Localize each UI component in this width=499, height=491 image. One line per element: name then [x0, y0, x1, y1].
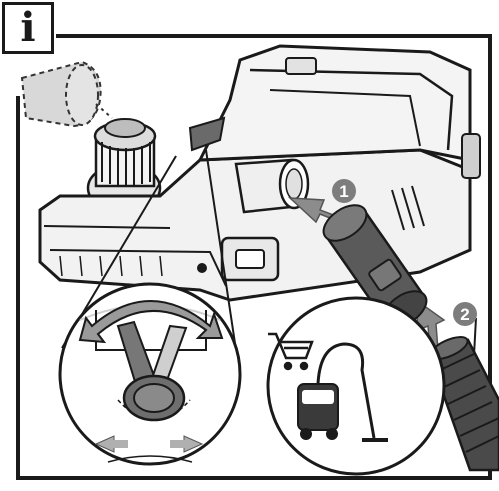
knob-detail-zoom — [58, 282, 242, 466]
vacuum-hose — [428, 336, 499, 472]
rotate-arrows-icon — [78, 300, 224, 344]
dust-bag-hint — [20, 60, 113, 128]
step-2-group: 2 — [415, 298, 477, 351]
planer-body — [38, 44, 481, 302]
step-2-marker — [453, 302, 477, 326]
info-badge: i — [2, 2, 54, 54]
vacuum-cleaner-icon — [297, 342, 388, 442]
hose-adapter — [322, 204, 428, 328]
accessory-zoom — [266, 296, 446, 476]
step-2-number: 2 — [460, 305, 469, 324]
frame — [16, 34, 492, 480]
step-1-marker — [332, 179, 356, 203]
info-icon: i — [20, 4, 36, 51]
dust-outlet-port — [234, 158, 310, 214]
shopping-cart-icon — [268, 332, 314, 371]
step-1-number: 1 — [339, 182, 348, 201]
